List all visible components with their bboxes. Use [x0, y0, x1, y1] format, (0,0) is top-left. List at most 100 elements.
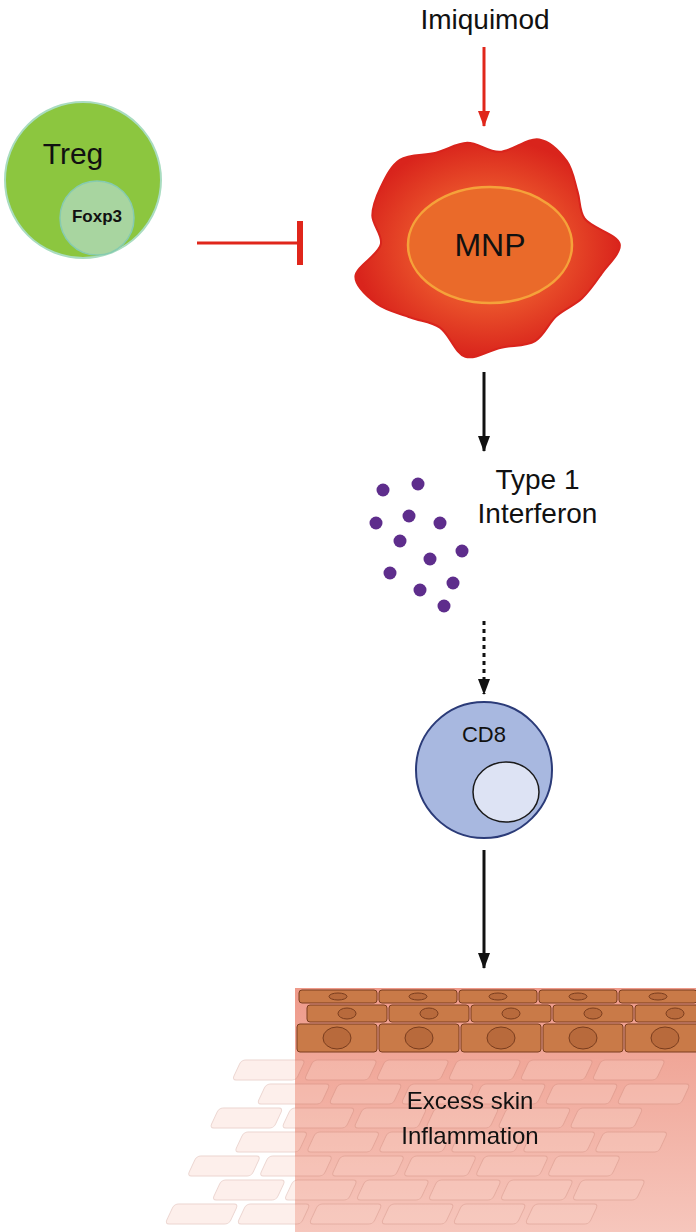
- interferon-dot: [370, 517, 383, 530]
- skin-cell: [356, 1180, 429, 1200]
- skin-cell: [304, 1060, 377, 1080]
- epidermis-cell: [389, 1005, 469, 1022]
- cell-nucleus: [329, 993, 347, 1000]
- epidermis-cell: [619, 990, 696, 1003]
- interferon-dot: [456, 545, 469, 558]
- interferon-dot: [384, 567, 397, 580]
- skin-cell: [237, 1204, 310, 1224]
- skin-cell: [165, 1204, 238, 1224]
- skin-cell: [259, 1156, 332, 1176]
- skin-cell: [212, 1180, 285, 1200]
- node-outline: [414, 700, 554, 840]
- skin-cell: [453, 1204, 526, 1224]
- deep-cells: [165, 1060, 690, 1224]
- skin-cell: [475, 1156, 548, 1176]
- skin-cell: [331, 1156, 404, 1176]
- skin-cell: [617, 1084, 690, 1104]
- epidermis-cell: [471, 1005, 551, 1022]
- skin-cell: [525, 1204, 598, 1224]
- epidermis-cell: [539, 990, 617, 1003]
- stimulus-label: Imiquimod: [400, 3, 570, 39]
- cell-nucleus: [666, 1008, 684, 1019]
- interferon-dot: [438, 600, 451, 613]
- nucleus: [408, 187, 572, 303]
- epidermis-cell: [299, 990, 377, 1003]
- skin-cell: [428, 1180, 501, 1200]
- skin-cell: [282, 1108, 355, 1128]
- skin-tissue: Excess skin Inflammation: [295, 988, 696, 1232]
- node-label: MNP: [420, 226, 560, 264]
- skin-cell: [547, 1156, 620, 1176]
- skin-cell: [381, 1204, 454, 1224]
- cell-nucleus: [649, 993, 667, 1000]
- cell-nucleus: [409, 993, 427, 1000]
- node-label: CD8: [414, 722, 554, 748]
- interferon-dot: [414, 584, 427, 597]
- connector-arrow: [483, 47, 486, 126]
- skin-cell: [545, 1084, 618, 1104]
- connector-arrow: [197, 242, 300, 245]
- interferon-dot: [394, 535, 407, 548]
- connector-arrow: [483, 621, 486, 694]
- skin-cell: [500, 1180, 573, 1200]
- node-label: Type 1 Interferon: [460, 463, 615, 530]
- node-label: Treg: [31, 136, 115, 172]
- cell-nucleus: [489, 993, 507, 1000]
- node-label: Foxp3: [59, 207, 135, 227]
- epidermis-cell: [379, 1024, 459, 1052]
- nucleus: [473, 762, 539, 822]
- cd8-cell: CD8: [414, 700, 554, 840]
- node-label: Imiquimod: [400, 3, 570, 37]
- skin-cell: [307, 1132, 380, 1152]
- interferon-dot: [403, 510, 416, 523]
- cell-nucleus: [569, 1027, 597, 1049]
- skin-cell: [257, 1084, 330, 1104]
- skin-cell: [570, 1108, 643, 1128]
- epidermis-cell: [543, 1024, 623, 1052]
- cell-nucleus: [487, 1027, 515, 1049]
- epidermis-cell: [553, 1005, 633, 1022]
- cell-nucleus: [569, 993, 587, 1000]
- skin-cell: [572, 1180, 645, 1200]
- epidermis-cell: [461, 1024, 541, 1052]
- skin-cell: [232, 1060, 305, 1080]
- epidermis-cell: [635, 1005, 696, 1022]
- epidermis-cell: [625, 1024, 696, 1052]
- interferon-dot: [434, 517, 447, 530]
- epidermis-cell: [379, 990, 457, 1003]
- skin-cell: [595, 1132, 668, 1152]
- skin-cell: [592, 1060, 665, 1080]
- connector-arrow: [483, 372, 486, 451]
- skin-cell: [520, 1060, 593, 1080]
- epidermis-cell: [307, 1005, 387, 1022]
- nucleus: [60, 181, 134, 255]
- epidermis-cell: [459, 990, 537, 1003]
- cell-nucleus: [323, 1027, 351, 1049]
- cell-nucleus: [405, 1027, 433, 1049]
- skin-cell: [403, 1156, 476, 1176]
- interferon-dot: [412, 478, 425, 491]
- skin-cell: [210, 1108, 283, 1128]
- cell-nucleus: [502, 1008, 520, 1019]
- mnp-cell: MNP: [355, 128, 613, 360]
- cell-nucleus: [420, 1008, 438, 1019]
- skin-cell: [329, 1084, 402, 1104]
- node-label: Excess skin Inflammation: [375, 1084, 565, 1154]
- cell-body: [5, 102, 161, 258]
- connector-arrow: [483, 850, 486, 968]
- interferon-dot: [424, 553, 437, 566]
- skin-cell: [309, 1204, 382, 1224]
- cell-nucleus: [584, 1008, 602, 1019]
- nucleus-circle: Foxp3: [59, 180, 135, 256]
- skin-cell: [187, 1156, 260, 1176]
- skin-cell: [235, 1132, 308, 1152]
- skin-cell: [448, 1060, 521, 1080]
- skin-cell: [284, 1180, 357, 1200]
- cell-nucleus: [338, 1008, 356, 1019]
- cell-body: [355, 139, 619, 357]
- interferon-dot: [377, 484, 390, 497]
- skin-cell: [376, 1060, 449, 1080]
- cell-nucleus: [651, 1027, 679, 1049]
- interferon-dot: [447, 577, 460, 590]
